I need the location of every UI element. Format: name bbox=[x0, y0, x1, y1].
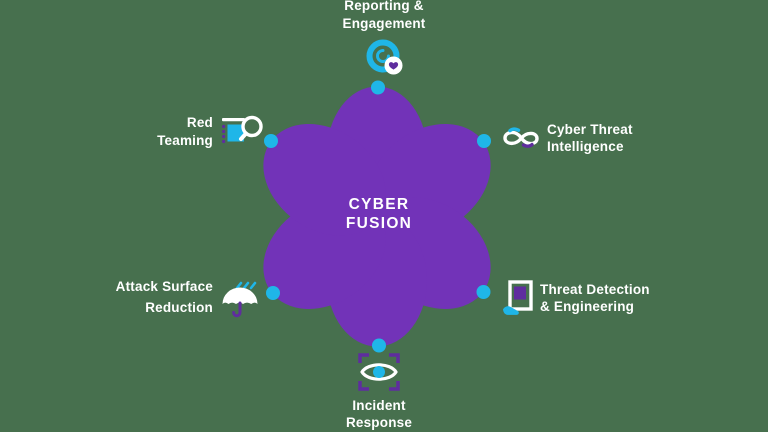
infinity-loop-icon bbox=[503, 127, 539, 148]
node-label-incident-response: Incident Response bbox=[319, 397, 439, 431]
petal-dot-lower-left bbox=[266, 286, 280, 300]
petal-dot-top bbox=[371, 80, 385, 95]
petal-dot-bottom bbox=[372, 338, 386, 353]
center-title: CYBER FUSION bbox=[279, 196, 479, 233]
label-line: Response bbox=[345, 415, 413, 430]
center-title-line1: CYBER bbox=[348, 196, 410, 213]
flower-petals bbox=[263, 86, 491, 347]
label-line: Threat Detection bbox=[540, 282, 650, 297]
label-line: Intelligence bbox=[547, 139, 624, 154]
node-label-attack-surface-reduction: Attack Surface Reduction bbox=[63, 276, 213, 318]
label-line: Engagement bbox=[342, 16, 426, 31]
node-label-threat-detection-engineering: Threat Detection & Engineering bbox=[540, 281, 680, 315]
node-label-reporting-engagement: Reporting & Engagement bbox=[304, 0, 464, 33]
petal-dots bbox=[264, 80, 491, 353]
label-line: & Engineering bbox=[540, 299, 635, 314]
label-line: Reporting & bbox=[344, 0, 424, 13]
monitor-hand-icon bbox=[503, 280, 533, 315]
node-label-cyber-threat-intelligence: Cyber Threat Intelligence bbox=[547, 121, 677, 155]
center-title-line2: FUSION bbox=[345, 214, 413, 232]
label-line: Incident bbox=[352, 398, 406, 413]
engagement-rings-heart-icon bbox=[366, 39, 403, 75]
label-line: Red bbox=[186, 115, 213, 130]
eye-scan-icon bbox=[358, 353, 400, 391]
petal-dot-upper-right bbox=[477, 134, 491, 148]
umbrella-icon bbox=[222, 281, 258, 318]
flower-petal bbox=[263, 124, 386, 236]
petal-dot-lower-right bbox=[476, 285, 491, 299]
petal-dot-upper-left bbox=[264, 134, 278, 148]
label-line: Reduction bbox=[145, 300, 213, 315]
label-line: Teaming bbox=[157, 133, 213, 148]
node-label-red-teaming: Red Teaming bbox=[103, 114, 213, 150]
label-line: Cyber Threat bbox=[547, 122, 633, 137]
magnifier-card-icon bbox=[222, 115, 263, 144]
label-line: Attack Surface bbox=[115, 279, 213, 294]
